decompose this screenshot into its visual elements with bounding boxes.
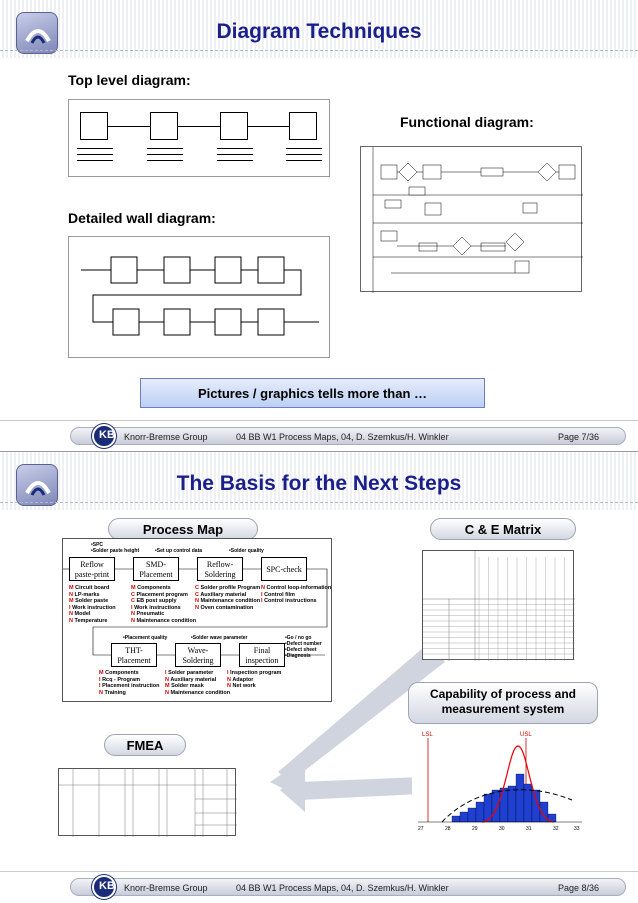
flow-arrows-icon: [270, 642, 445, 812]
step-wave-soldering: Wave-Soldering: [175, 643, 221, 667]
step-final-inspection: Final inspection: [239, 643, 285, 667]
fmea-label: FMEA: [104, 734, 186, 756]
step-tht-placement: THT-Placement: [111, 643, 157, 667]
ce-matrix-table: [422, 550, 575, 661]
process-map: •SPC •Solder paste height •Set up contro…: [62, 538, 332, 702]
page-title: Diagram Techniques: [216, 20, 422, 43]
slide-diagram-techniques: Diagram Techniques Top level diagram: Fu…: [0, 0, 638, 450]
footer: KB Knorr-Bremse Group 04 BB W1 Process M…: [0, 420, 638, 450]
capability-label: Capability of process and measurement sy…: [408, 682, 598, 724]
step-reflow-soldering: Reflow-Soldering: [197, 557, 243, 581]
page-title: The Basis for the Next Steps: [176, 472, 462, 495]
slide-basis-next-steps: The Basis for the Next Steps Process Map…: [0, 451, 638, 901]
ce-matrix-label: C & E Matrix: [430, 518, 576, 540]
top-level-label: Top level diagram:: [68, 72, 191, 88]
knorr-bremse-logo-icon: [16, 12, 58, 54]
functional-label: Functional diagram:: [400, 114, 534, 130]
step-smd-placement: SMD-Placement: [133, 557, 179, 581]
kb-logo-icon: KB: [92, 875, 116, 899]
top-level-diagram: [68, 99, 330, 177]
step-reflow-paste-print: Reflow paste-print: [69, 557, 115, 581]
wall-label: Detailed wall diagram:: [68, 210, 216, 226]
process-map-label: Process Map: [108, 518, 258, 540]
wall-diagram: [68, 236, 330, 358]
pictures-callout: Pictures / graphics tells more than …: [140, 378, 485, 408]
fmea-table: [58, 768, 237, 837]
footer: KB Knorr-Bremse Group 04 BB W1 Process M…: [0, 871, 638, 901]
step-spc-check: SPC-check: [261, 557, 307, 581]
capability-histogram: LSL USL 27 28 29 30 31 32 33: [412, 730, 590, 840]
kb-logo-icon: KB: [92, 424, 116, 448]
knorr-bremse-logo-icon: [16, 464, 58, 506]
functional-diagram: [360, 146, 583, 293]
